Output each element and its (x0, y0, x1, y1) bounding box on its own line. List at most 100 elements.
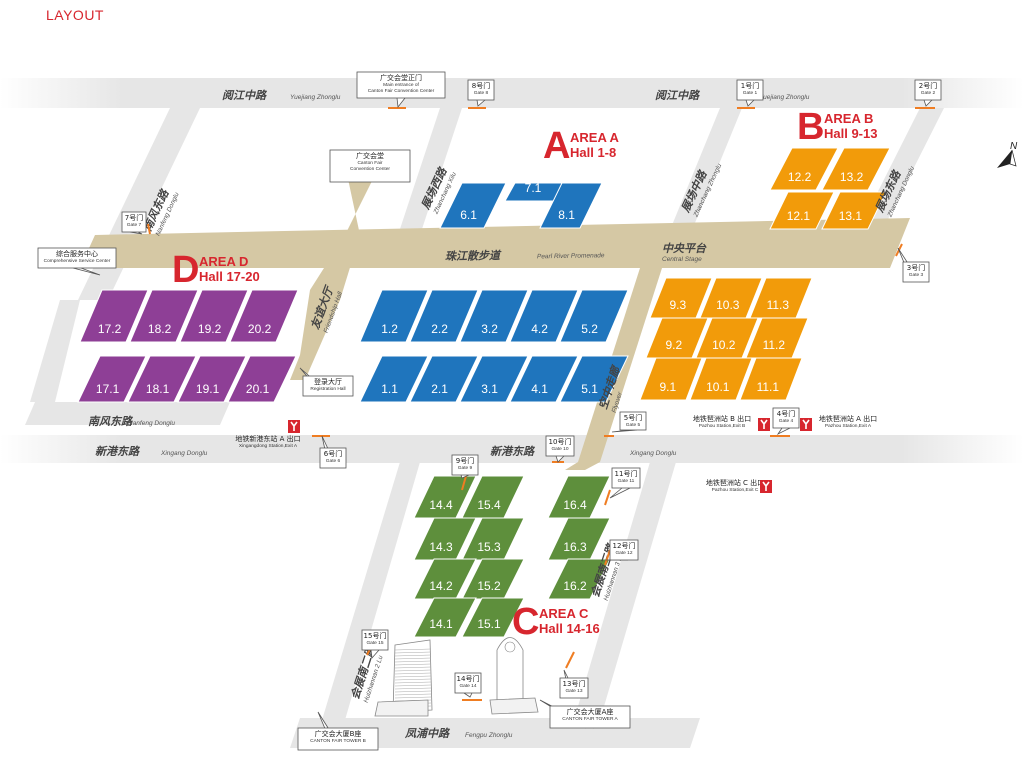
hall-shape[interactable] (559, 289, 629, 343)
gate-marker[interactable] (147, 223, 151, 235)
hall-shape[interactable] (179, 289, 249, 343)
hall-shape[interactable] (127, 355, 197, 403)
hall-shape[interactable] (509, 355, 579, 403)
hall-3-2[interactable]: 3.2 (459, 289, 529, 343)
hall-shape[interactable] (639, 357, 703, 401)
hall-shape[interactable] (227, 355, 297, 403)
hall-17-2[interactable]: 17.2 (79, 289, 149, 343)
hall-14-1[interactable]: 14.1 (413, 597, 477, 638)
hall-9-1[interactable]: 9.1 (639, 357, 703, 401)
hall-shape[interactable] (177, 355, 247, 403)
hall-5-1[interactable]: 5.1 (559, 355, 629, 403)
hall-3-1[interactable]: 3.1 (459, 355, 529, 403)
hall-15-1[interactable]: 15.1 (461, 597, 525, 638)
hall-4-1[interactable]: 4.1 (509, 355, 579, 403)
hall-shape[interactable] (461, 597, 525, 638)
hall-1-1[interactable]: 1.1 (359, 355, 429, 403)
hall-shape[interactable] (769, 147, 839, 191)
hall-shape[interactable] (739, 357, 803, 401)
hall-14-4[interactable]: 14.4 (413, 475, 477, 519)
hall-shape[interactable] (539, 182, 603, 229)
hall-shape[interactable] (459, 289, 529, 343)
hall-shape[interactable] (439, 182, 507, 229)
hall-11-2[interactable]: 11.2 (745, 317, 809, 359)
hall-8-1[interactable]: 8.1 (539, 182, 603, 229)
hall-12-1[interactable]: 12.1 (769, 191, 835, 230)
hall-2-2[interactable]: 2.2 (409, 289, 479, 343)
hall-shape[interactable] (509, 289, 579, 343)
hall-6-1[interactable]: 6.1 (439, 182, 507, 229)
hall-shape[interactable] (359, 289, 429, 343)
hall-shape[interactable] (79, 289, 149, 343)
hall-10-3[interactable]: 10.3 (699, 277, 763, 319)
hall-16-4[interactable]: 16.4 (547, 475, 611, 519)
hall-20-1[interactable]: 20.1 (227, 355, 297, 403)
gate-marker[interactable] (604, 549, 611, 566)
hall-16-3[interactable]: 16.3 (547, 517, 611, 561)
hall-shape[interactable] (459, 355, 529, 403)
hall-19-2[interactable]: 19.2 (179, 289, 249, 343)
hall-5-2[interactable]: 5.2 (559, 289, 629, 343)
hall-shape[interactable] (409, 355, 479, 403)
hall-19-1[interactable]: 19.1 (177, 355, 247, 403)
hall-13-1[interactable]: 13.1 (821, 191, 887, 230)
hall-shape[interactable] (129, 289, 199, 343)
hall-10-1[interactable]: 10.1 (689, 357, 753, 401)
gate-marker[interactable] (461, 475, 467, 491)
hall-shape[interactable] (559, 355, 629, 403)
hall-9-3[interactable]: 9.3 (649, 277, 713, 319)
hall-14-3[interactable]: 14.3 (413, 517, 477, 561)
hall-4-2[interactable]: 4.2 (509, 289, 579, 343)
hall-18-1[interactable]: 18.1 (127, 355, 197, 403)
hall-1-2[interactable]: 1.2 (359, 289, 429, 343)
hall-17-1[interactable]: 17.1 (77, 355, 147, 403)
hall-11-3[interactable]: 11.3 (749, 277, 813, 319)
hall-shape[interactable] (821, 147, 891, 191)
hall-shape[interactable] (409, 289, 479, 343)
hall-16-2[interactable]: 16.2 (547, 558, 611, 600)
hall-15-3[interactable]: 15.3 (461, 517, 525, 561)
hall-shape[interactable] (547, 558, 611, 600)
hall-shape[interactable] (413, 597, 477, 638)
hall-20-2[interactable]: 20.2 (229, 289, 299, 343)
hall-12-2[interactable]: 12.2 (769, 147, 839, 191)
gate-marker[interactable] (565, 651, 575, 669)
hall-9-2[interactable]: 9.2 (645, 317, 709, 359)
hall-shape[interactable] (769, 191, 835, 230)
hall-shape[interactable] (689, 357, 753, 401)
hall-shape[interactable] (359, 355, 429, 403)
hall-18-2[interactable]: 18.2 (129, 289, 199, 343)
hall-shape[interactable] (821, 191, 887, 230)
hall-15-2[interactable]: 15.2 (461, 558, 525, 600)
hall-13-2[interactable]: 13.2 (821, 147, 891, 191)
hall-7-1[interactable]: 7.1 (504, 181, 566, 202)
hall-shape[interactable] (229, 289, 299, 343)
hall-shape[interactable] (77, 355, 147, 403)
hall-2-1[interactable]: 2.1 (409, 355, 479, 403)
